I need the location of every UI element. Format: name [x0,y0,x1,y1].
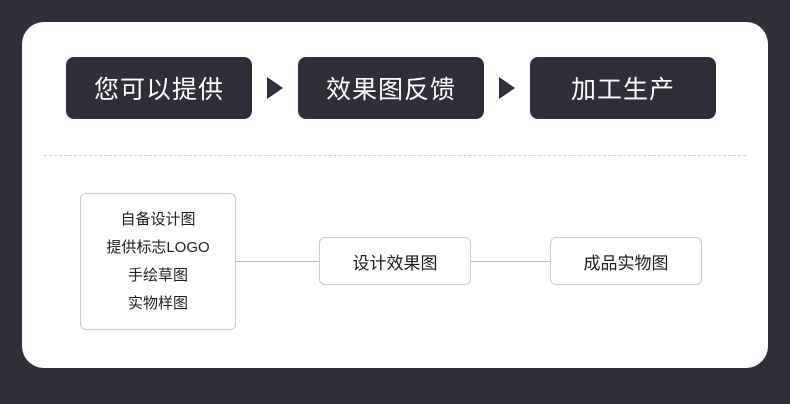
connector-2 [471,261,551,262]
step-label-2: 效果图反馈 [325,76,456,104]
node-design-render: 设计效果图 [319,237,471,285]
detail-flow: 自备设计图 提供标志LOGO 手绘草图 实物样图 设计效果图 成品实物图 [22,177,768,357]
step-box-2[interactable]: 效果图反馈 [298,57,484,119]
step-flow: 您可以提供 效果图反馈 加工生产 [66,57,716,119]
list-item: 自备设计图 [120,211,196,228]
list-item: 提供标志LOGO [106,239,210,256]
step-box-3[interactable]: 加工生产 [530,57,716,119]
arrow-2 [484,77,530,99]
list-item: 手绘草图 [127,267,188,284]
node-label-finished-product: 成品实物图 [583,253,669,273]
node-label-design-render: 设计效果图 [352,253,438,273]
section-divider [44,155,746,156]
step-label-3: 加工生产 [570,76,675,104]
node-finished-product: 成品实物图 [550,237,702,285]
triangle-right-icon [267,77,283,99]
step-box-1[interactable]: 您可以提供 [66,57,252,119]
diagram-canvas: 您可以提供 效果图反馈 加工生产 自备设计图 提供标志LOGO 手绘草图 实物样… [22,22,768,368]
triangle-right-icon [499,77,515,99]
step-label-1: 您可以提供 [93,76,224,104]
connector-1 [236,261,320,262]
provide-list-box: 自备设计图 提供标志LOGO 手绘草图 实物样图 [80,193,236,330]
arrow-1 [252,77,298,99]
list-item: 实物样图 [127,295,188,312]
